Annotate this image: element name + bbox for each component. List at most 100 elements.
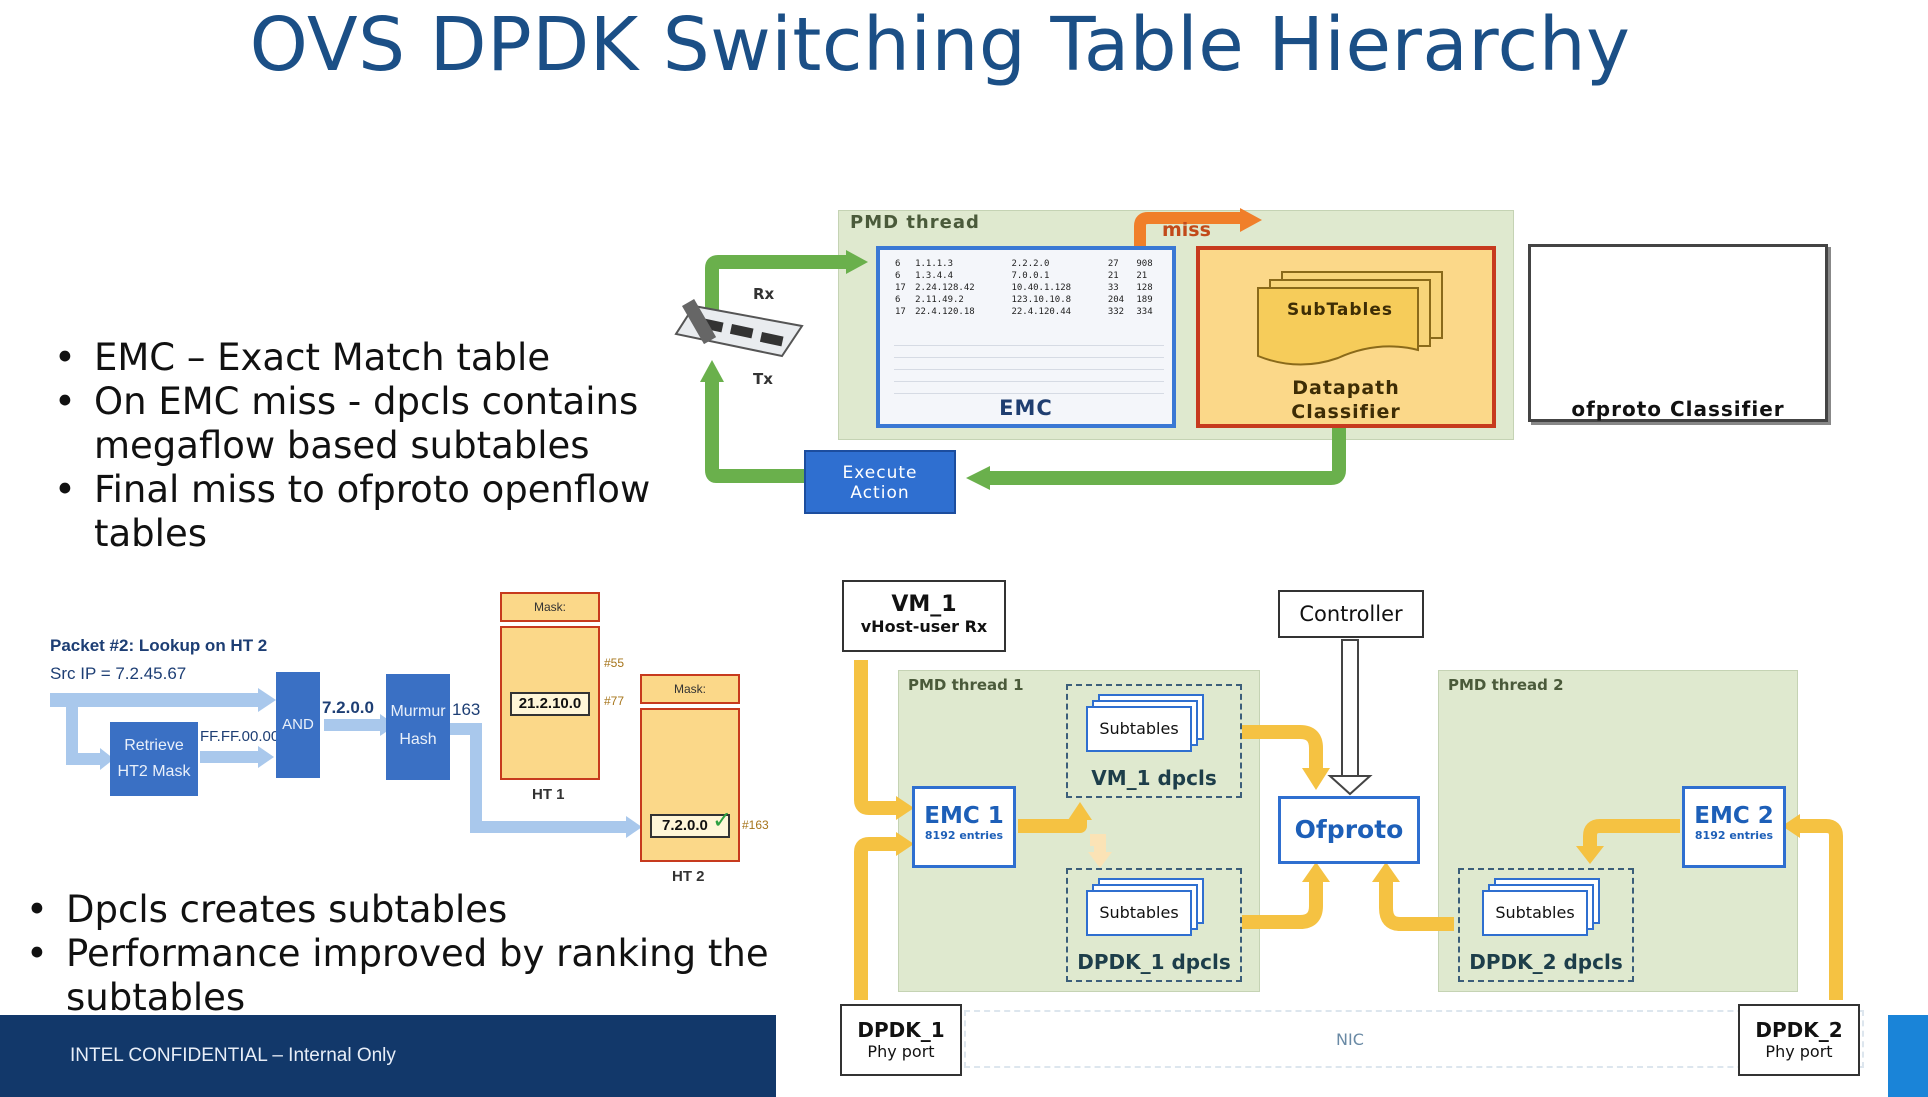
dpdk1-subtitle: Phy port bbox=[867, 1042, 935, 1061]
emc1-entries: 8192 entries bbox=[924, 829, 1004, 842]
emc1-dpcls-arrow bbox=[1018, 818, 1087, 833]
checkmark-icon: ✓ bbox=[712, 806, 733, 834]
classifier-execute-arrow bbox=[988, 428, 1346, 485]
and-box: AND bbox=[276, 672, 320, 778]
subtables-stack: Subtables bbox=[1086, 890, 1192, 936]
ht2-table: 7.2.0.0 ✓ bbox=[640, 708, 740, 862]
dpdk2-dpcls-region: Subtables DPDK_2 dpcls bbox=[1458, 868, 1634, 982]
vm1-emc1-arrow bbox=[854, 660, 898, 815]
lookup-packet-label: Packet #2: Lookup on HT 2 bbox=[50, 636, 268, 655]
src-ip-arrowhead bbox=[258, 688, 276, 712]
subtables-stack: Subtables bbox=[1086, 706, 1192, 752]
vm1-dpcls-label: VM_1 dpcls bbox=[1091, 766, 1217, 790]
ht2-entry: 7.2.0.0 bbox=[650, 814, 730, 838]
ht1-index-2: #77 bbox=[604, 694, 625, 708]
pmd-thread-1-label: PMD thread 1 bbox=[908, 676, 1024, 694]
dpdk1-title: DPDK_1 bbox=[857, 1018, 945, 1042]
classifier-execute-arrowhead bbox=[966, 466, 990, 490]
hash-output-label: 163 bbox=[452, 700, 481, 719]
accent-strip bbox=[1888, 1015, 1928, 1097]
miss-label: miss bbox=[1162, 219, 1211, 241]
ht1-label: HT 1 bbox=[532, 786, 565, 803]
page-title: OVS DPDK Switching Table Hierarchy bbox=[249, 2, 1631, 88]
dpdk1-dpcls-region: Subtables DPDK_1 dpcls bbox=[1066, 868, 1242, 982]
ht1-table: 21.2.10.0 bbox=[500, 626, 600, 780]
dpdk1-dpcls-label: DPDK_1 dpcls bbox=[1077, 950, 1231, 974]
and-out-arrow-line bbox=[324, 719, 382, 731]
pmd-thread-2-label: PMD thread 2 bbox=[1448, 676, 1564, 694]
nic-card-icon bbox=[674, 299, 804, 358]
emc2-box: EMC 2 8192 entries bbox=[1682, 786, 1786, 868]
subtables-label: SubTables bbox=[1286, 300, 1394, 320]
bullet-item: Dpcls creates subtables bbox=[20, 888, 880, 932]
rx-arrowhead bbox=[846, 250, 868, 274]
controller-box: Controller bbox=[1278, 590, 1424, 638]
ht1-index-1: #55 bbox=[604, 656, 625, 670]
hash-to-ht2-arrowhead bbox=[626, 816, 642, 838]
vm1-dpcls-region: Subtables VM_1 dpcls bbox=[1066, 684, 1242, 798]
dpdk2dpcls-ofproto-arrow bbox=[1379, 880, 1454, 931]
nic-label: NIC bbox=[1336, 1030, 1364, 1049]
dpdk2-port-box: DPDK_2 Phy port bbox=[1738, 1004, 1860, 1076]
ofproto-classifier-label: ofproto Classifier bbox=[1571, 397, 1785, 421]
pmd-thread-label: PMD thread bbox=[850, 212, 980, 233]
nic-region bbox=[964, 1010, 1864, 1068]
src-ip-arrow-line bbox=[50, 693, 260, 707]
vm1-subtitle: vHost-user Rx bbox=[860, 617, 988, 636]
emc-label: EMC bbox=[999, 396, 1053, 420]
dpdk2-title: DPDK_2 bbox=[1755, 1018, 1843, 1042]
vm1dpcls-ofproto-arrow bbox=[1242, 725, 1323, 770]
ht2-label: HT 2 bbox=[672, 868, 705, 885]
footer-bar: INTEL CONFIDENTIAL – Internal Only bbox=[0, 1015, 776, 1097]
bullet-item: Performance improved by ranking the subt… bbox=[20, 932, 880, 1020]
dpdk2-emc2-arrow bbox=[1798, 819, 1843, 1000]
subtables-stack: Subtables bbox=[1482, 890, 1588, 936]
mask-value-label: FF.FF.00.00 bbox=[200, 728, 280, 745]
vm1-box: VM_1 vHost-user Rx bbox=[842, 580, 1006, 652]
tx-arrowhead bbox=[700, 360, 724, 382]
subtables-stack-icon bbox=[1257, 271, 1443, 366]
lookup-src-ip: Src IP = 7.2.45.67 bbox=[50, 664, 187, 683]
emc1-title: EMC 1 bbox=[924, 803, 1004, 829]
rx-label: Rx bbox=[753, 285, 775, 303]
controller-arrow bbox=[1341, 639, 1359, 777]
dpdk2-dpcls-label: DPDK_2 dpcls bbox=[1469, 950, 1623, 974]
miss-arrowhead bbox=[1240, 208, 1262, 232]
bullet-list-top: EMC – Exact Match table On EMC miss - dp… bbox=[48, 336, 668, 556]
vm1-title: VM_1 bbox=[891, 592, 957, 617]
emc2-title: EMC 2 bbox=[1694, 803, 1774, 829]
emc1-box: EMC 1 8192 entries bbox=[912, 786, 1016, 868]
rx-arrow bbox=[705, 255, 846, 312]
tx-arrow bbox=[705, 380, 805, 483]
emc2-dpcls-arrow bbox=[1583, 819, 1680, 846]
ht2-index: #163 bbox=[742, 818, 769, 832]
ofproto-classifier-box: ofproto Classifier bbox=[1528, 244, 1828, 422]
miss-arrow bbox=[1134, 212, 1240, 246]
footer-text: INTEL CONFIDENTIAL – Internal Only bbox=[70, 1045, 396, 1066]
bullet-item: EMC – Exact Match table bbox=[48, 336, 668, 380]
tx-label: Tx bbox=[753, 370, 773, 388]
bullet-list-bottom: Dpcls creates subtables Performance impr… bbox=[20, 888, 880, 1020]
and-output-label: 7.2.0.0 bbox=[322, 698, 374, 717]
dpdk2-subtitle: Phy port bbox=[1765, 1042, 1833, 1061]
dpdk1dpcls-ofproto-arrow bbox=[1242, 880, 1323, 929]
ht1-entry: 21.2.10.0 bbox=[510, 692, 590, 716]
emc2-entries: 8192 entries bbox=[1694, 829, 1774, 842]
dpdk1-port-box: DPDK_1 Phy port bbox=[840, 1004, 962, 1076]
